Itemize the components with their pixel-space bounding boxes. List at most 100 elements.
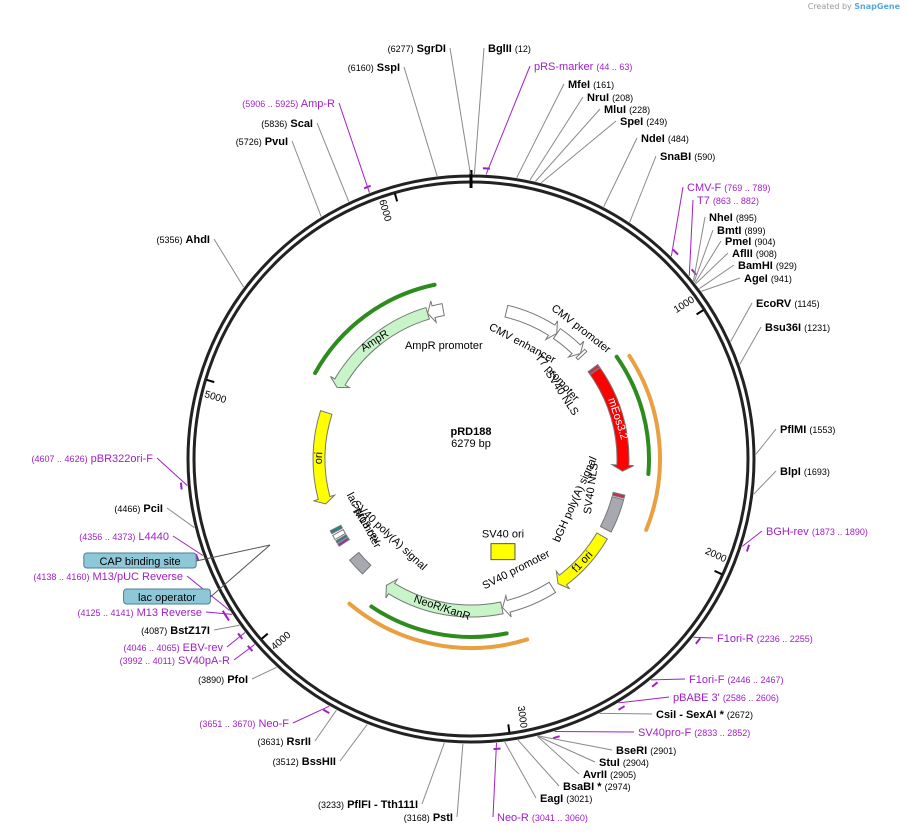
enzyme-site-bmti[interactable]: BmtI (899) (693, 225, 766, 282)
enzyme-site-bsshii[interactable]: (3512) BssHII (273, 724, 368, 768)
site-position: (3233) (318, 800, 344, 810)
enzyme-site-eagi[interactable]: EagI (3021) (504, 741, 593, 805)
enzyme-site-psti[interactable]: (3168) PstI (404, 743, 464, 824)
enzyme-site-pvui[interactable]: (5726) PvuI (236, 136, 322, 217)
feature-meos3-2[interactable]: mEos3.2 (589, 367, 635, 472)
site-label: (3890) PfoI (198, 674, 248, 686)
enzyme-site-nrui[interactable]: NruI (208) (529, 92, 633, 181)
feature-cmv-promoter[interactable]: CMV promoter (549, 302, 613, 359)
primer-amp-r[interactable]: (5906 .. 5925) Amp-R (242, 98, 371, 193)
enzyme-site-rsrii[interactable]: (3631) RsrII (257, 709, 337, 748)
enzyme-site-aflii[interactable]: AflII (908) (695, 248, 777, 285)
feature-sv40-ori[interactable]: SV40 ori (482, 529, 524, 561)
primer-pbabe-3[interactable]: pBABE 3' (2586 .. 2606) (618, 692, 779, 711)
enzyme-site-pmei[interactable]: PmeI (904) (694, 236, 775, 284)
site-label: BsaBI * (2974) (563, 781, 631, 793)
enzyme-site-spei[interactable]: SpeI (249) (540, 116, 667, 184)
enzyme-site-bseri[interactable]: BseRI (2901) (538, 735, 676, 757)
primer-f1ori-f[interactable]: F1ori-F (2446 .. 2467) (651, 674, 784, 688)
enzyme-site-bglii[interactable]: BglII (12) (473, 43, 531, 175)
site-name: BmtI (717, 225, 741, 237)
enzyme-site-nhei[interactable]: NheI (895) (692, 212, 757, 281)
site-name: SpeI (620, 116, 643, 128)
enzyme-site-mfei[interactable]: MfeI (161) (516, 79, 614, 178)
tick-mark (696, 309, 704, 316)
primer-t7[interactable]: T7 (863 .. 882) (688, 195, 759, 276)
site-position: (228) (629, 105, 650, 115)
site-label: AgeI (941) (744, 273, 792, 285)
primer-pbr322ori-f[interactable]: (4607 .. 4626) pBR322ori-F (32, 453, 188, 490)
site-name: ScaI (290, 118, 313, 130)
primer-cmv-f[interactable]: CMV-F (769 .. 789) (670, 182, 770, 257)
primer-ebv-rev[interactable]: (4046 .. 4065) EBV-rev (124, 632, 246, 654)
leader-line (536, 735, 580, 775)
enzyme-site-pfoi[interactable]: (3890) PfoI (198, 666, 277, 686)
tick-label: 1000 (672, 294, 697, 316)
leader-line (213, 624, 240, 631)
site-label: (5726) PvuI (236, 136, 288, 148)
primer-sv40pro-f[interactable]: SV40pro-F (2833 .. 2852) (552, 727, 750, 740)
leader-line (618, 696, 670, 704)
feature-shape (332, 528, 347, 541)
site-position: (4466) (114, 504, 140, 514)
enzyme-site-ahdi[interactable]: (5356) AhdI (156, 234, 245, 288)
primer-sv40pa-r[interactable]: (3992 .. 4011) SV40pA-R (120, 644, 255, 667)
enzyme-site-bsabi[interactable]: BsaBI * (2974) (517, 739, 631, 793)
leader-line (741, 530, 763, 547)
enzyme-site-stui[interactable]: StuI (2904) (537, 735, 649, 769)
enzyme-site-csii-sexai[interactable]: CsiI - SexAI * (2672) (599, 709, 753, 721)
leader-line (692, 216, 706, 281)
enzyme-site-bsu36i[interactable]: Bsu36I (1231) (739, 322, 830, 365)
feature-shape (504, 304, 558, 341)
primer-f1ori-r[interactable]: F1ori-R (2236 .. 2255) (693, 633, 813, 645)
leader-line (172, 535, 204, 556)
primer-neo-r[interactable]: Neo-R (3041 .. 3060) (492, 742, 588, 824)
site-name: Bsu36I (765, 322, 801, 334)
site-name: L4440 (138, 531, 169, 543)
site-label: (4046 .. 4065) EBV-rev (124, 642, 224, 654)
callout-cap-binding-site[interactable]: CAP binding site (83, 544, 271, 569)
backbone-ring (186, 170, 756, 744)
tick-label: 2000 (703, 546, 728, 565)
enzyme-site-ndei[interactable]: NdeI (484) (603, 133, 689, 207)
feature-cap-binding-site[interactable] (329, 524, 344, 535)
feature-f1-ori[interactable]: f1 ori (555, 532, 608, 590)
enzyme-site-pflmi[interactable]: PflMI (1553) (755, 424, 835, 455)
feature-label: SV40 ori (482, 529, 524, 541)
site-position: (44 .. 63) (596, 62, 632, 72)
leader-line (651, 678, 686, 681)
site-label: MluI (228) (604, 104, 650, 116)
site-label: CsiI - SexAI * (2672) (656, 709, 753, 721)
feature-lac-operator[interactable] (335, 533, 349, 544)
enzyme-site-pcii[interactable]: (4466) PciI (114, 503, 195, 529)
site-name: RsrII (287, 736, 311, 748)
site-position: (1231) (804, 323, 830, 333)
enzyme-site-blpi[interactable]: BlpI (1693) (753, 466, 830, 495)
enzyme-site-agei[interactable]: AgeI (941) (701, 273, 792, 292)
feature-shape (335, 533, 349, 544)
primer-prs-marker[interactable]: pRS-marker (44 .. 63) (482, 61, 632, 175)
enzyme-site-pflfi-tth111i[interactable]: (3233) PflFI - Tth111I (318, 742, 445, 811)
tick-mark (507, 724, 511, 733)
enzyme-site-sgrdi[interactable]: (6277) SgrDI (388, 43, 471, 175)
enzyme-site-mlui[interactable]: MluI (228) (535, 104, 650, 182)
leader-line (538, 735, 613, 751)
enzyme-site-bamhi[interactable]: BamHI (929) (699, 260, 797, 289)
site-position: (863 .. 882) (713, 196, 759, 206)
primer-m13-reverse[interactable]: (4125 .. 4141) M13 Reverse (77, 607, 233, 622)
enzyme-site-scai[interactable]: (5836) ScaI (261, 118, 350, 202)
callout-lac-operator[interactable]: lac operator (123, 544, 271, 605)
primer-mark (651, 681, 659, 688)
enzyme-site-bstz17i[interactable]: (4087) BstZ17I (141, 624, 240, 637)
leader-line (599, 712, 653, 715)
primer-bgh-rev[interactable]: BGH-rev (1873 .. 1890) (741, 526, 868, 552)
primer-neo-f[interactable]: (3651 .. 3670) Neo-F (199, 705, 330, 730)
enzyme-site-ecorv[interactable]: EcoRV (1145) (730, 298, 820, 342)
feature-ori[interactable]: ori (312, 410, 337, 505)
enzyme-site-avrii[interactable]: AvrII (2905) (536, 735, 636, 781)
site-label: (6160) SspI (348, 62, 400, 74)
feature-ampr-promoter[interactable]: AmpR promoter (405, 300, 483, 352)
enzyme-site-snabi[interactable]: SnaBI (590) (629, 151, 716, 223)
primer-l4440[interactable]: (4356 .. 4373) L4440 (79, 531, 204, 562)
enzyme-site-sspi[interactable]: (6160) SspI (348, 62, 438, 177)
